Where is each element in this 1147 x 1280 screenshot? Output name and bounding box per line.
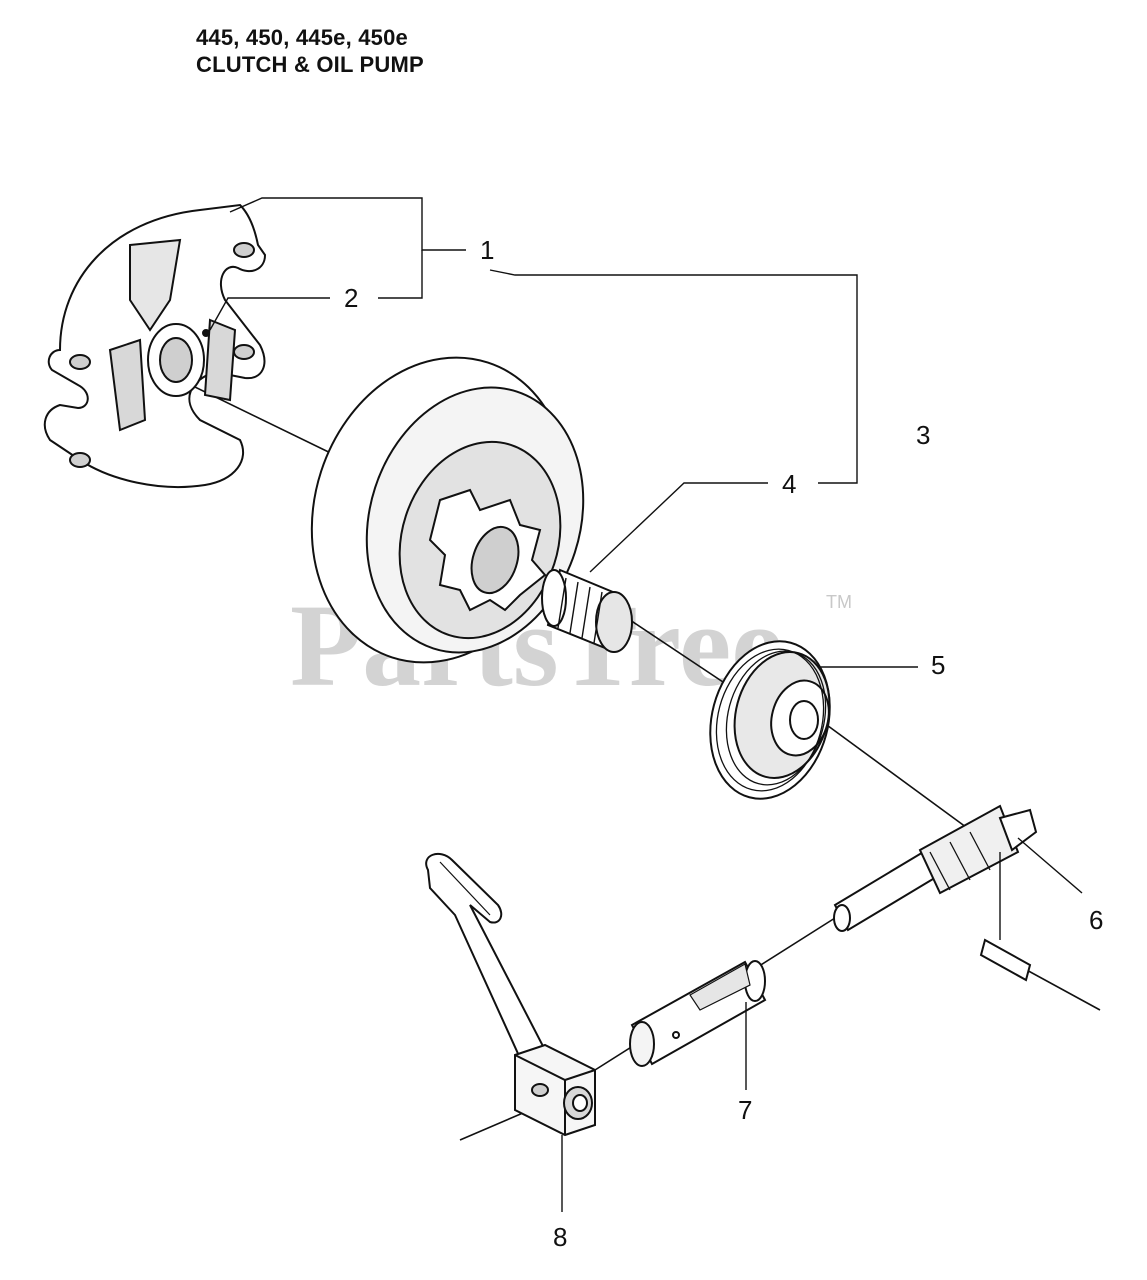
- callout-5: 5: [931, 650, 945, 680]
- oil-pump-body-part: [425, 852, 596, 1137]
- callout-1: 1: [480, 235, 494, 265]
- callout-numbers: 1 2 3 4 5 6 7 8: [344, 235, 1103, 1252]
- pump-shaft-part: [833, 804, 1038, 982]
- watermark-trademark: TM: [826, 592, 852, 612]
- clutch-drum-part: [310, 356, 585, 664]
- callout-2: 2: [344, 283, 358, 313]
- clutch-assembly-part: [43, 203, 267, 488]
- pump-sleeve-part: [629, 960, 767, 1067]
- assembly-axis-lines: [159, 369, 1101, 1141]
- needle-bearing-part: [541, 568, 633, 653]
- callout-8: 8: [553, 1222, 567, 1252]
- diagram-title: 445, 450, 445e, 450e CLUTCH & OIL PUMP: [196, 24, 424, 78]
- oil-pump-drive-part: [709, 640, 831, 800]
- callout-6: 6: [1089, 905, 1103, 935]
- callout-4: 4: [782, 469, 796, 499]
- section-title: CLUTCH & OIL PUMP: [196, 52, 424, 77]
- callout-7: 7: [738, 1095, 752, 1125]
- model-list: 445, 450, 445e, 450e: [196, 25, 408, 50]
- callout-3: 3: [916, 420, 930, 450]
- callout-leader-lines: [209, 197, 1083, 1212]
